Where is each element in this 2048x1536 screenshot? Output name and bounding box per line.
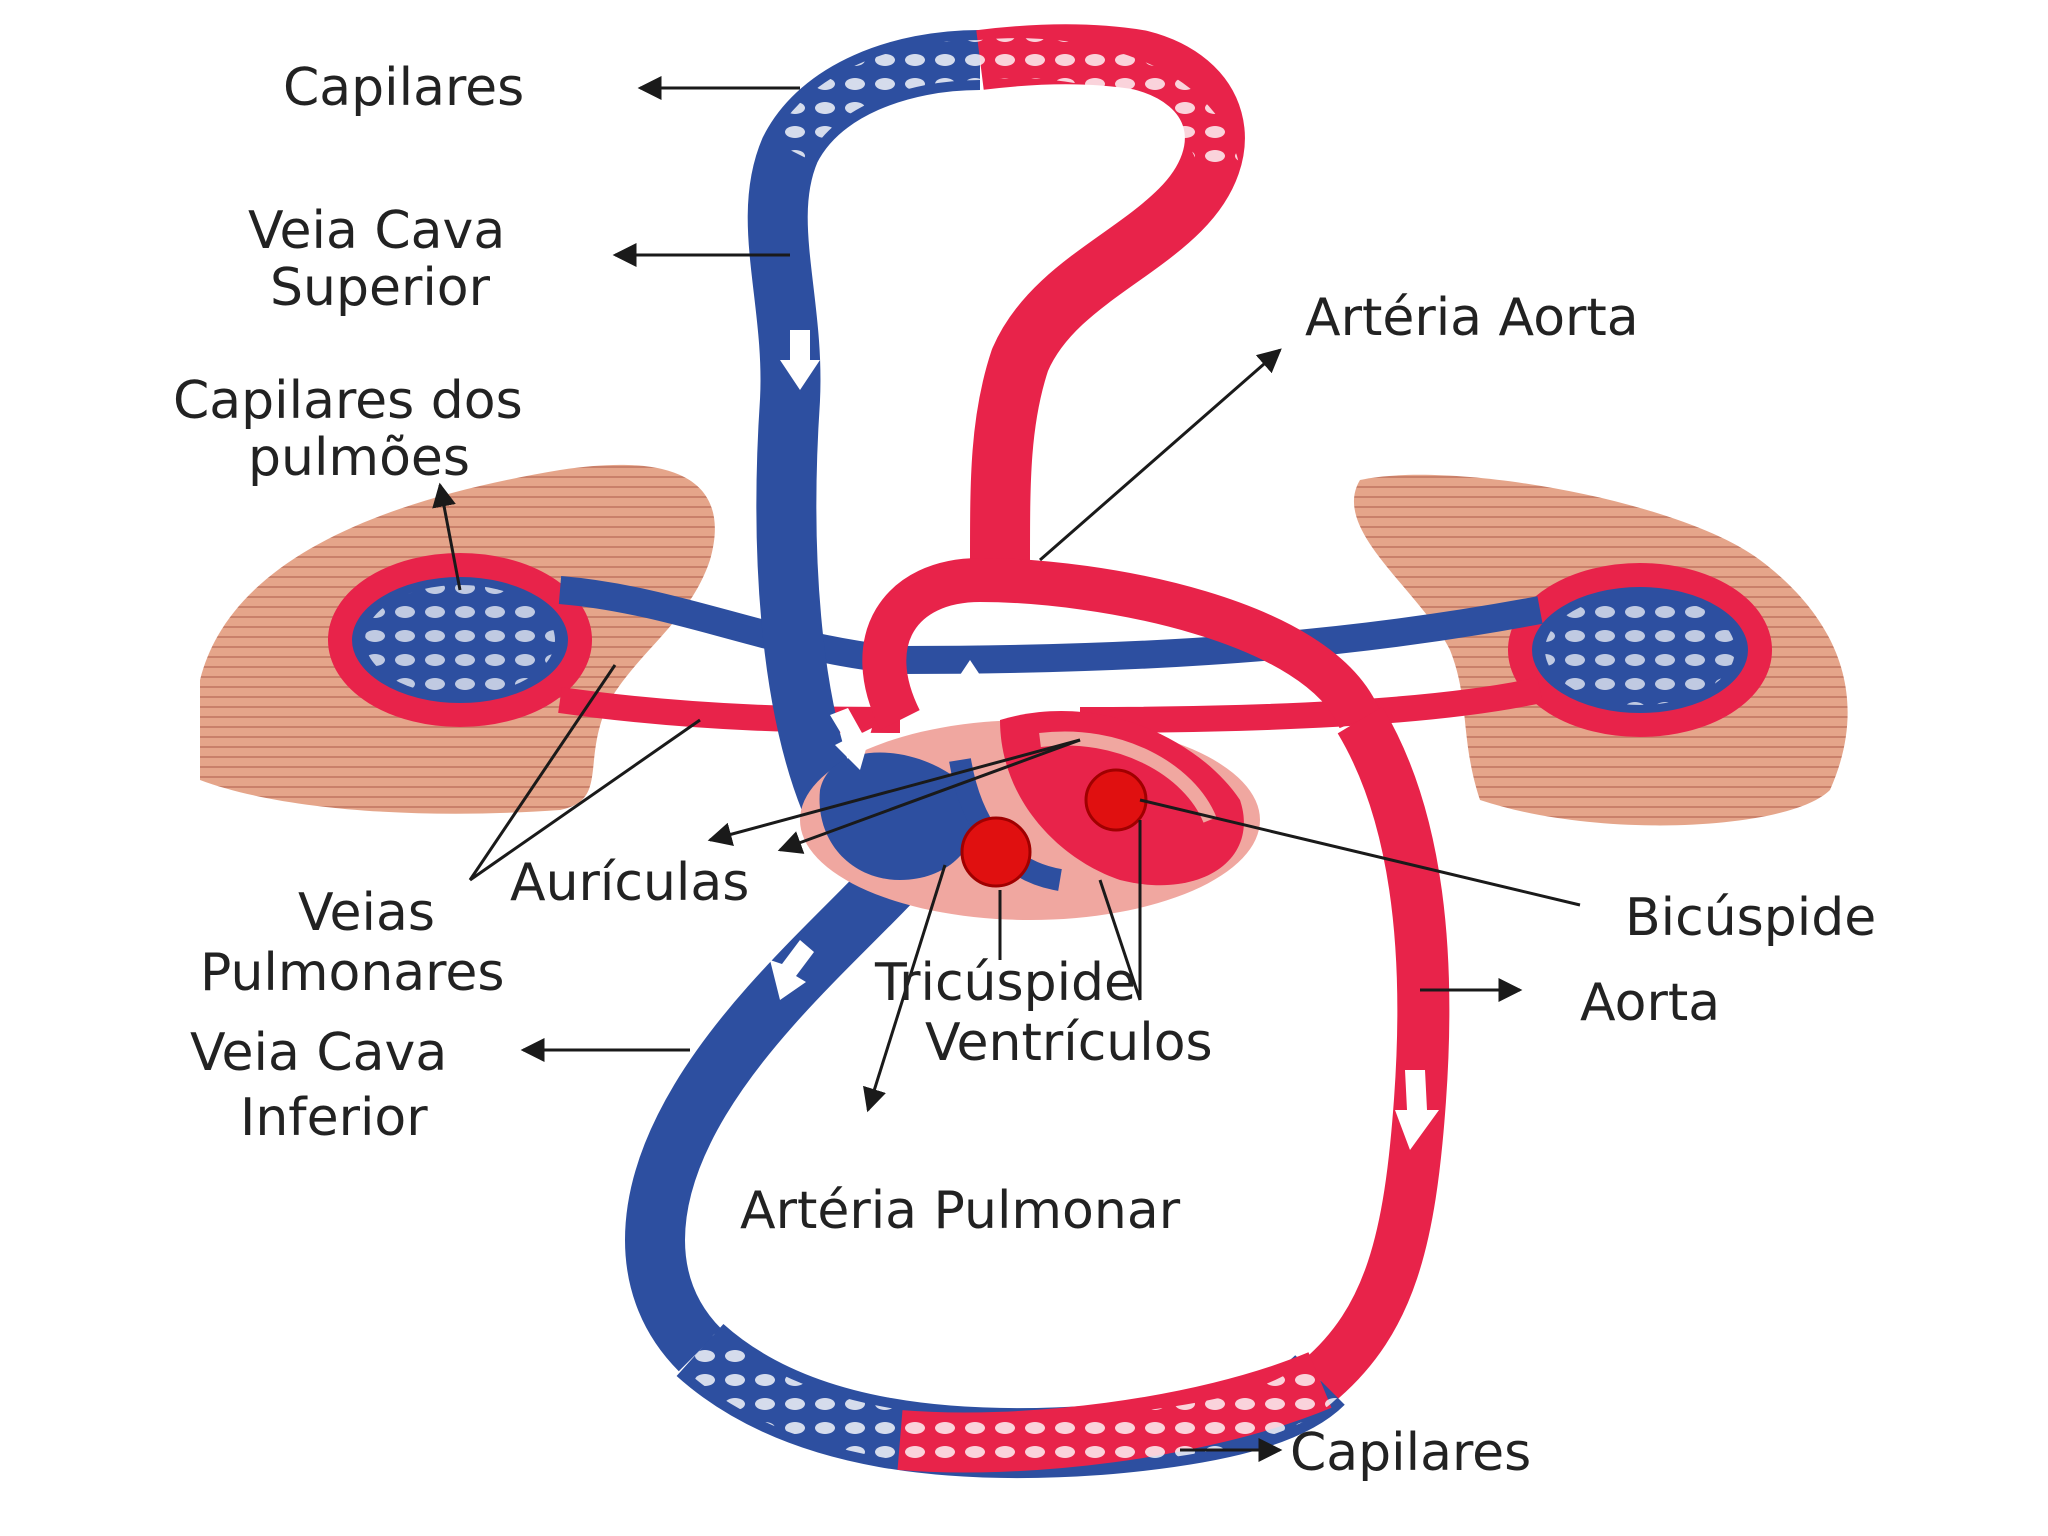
label-auriculas: Aurículas — [510, 853, 749, 913]
label-aorta: Aorta — [1580, 973, 1720, 1033]
right-lung-capillaries-mesh — [1545, 595, 1735, 705]
label-capilares-pulmoes-line1: Capilares dos — [173, 371, 523, 431]
label-veias-pulmonares-line2: Pulmonares — [200, 943, 504, 1003]
label-veia-cava-superior-line1: Veia Cava — [248, 201, 505, 261]
label-veia-cava-superior-line2: Superior — [270, 258, 491, 318]
tricuspid-valve — [960, 816, 1032, 888]
descending-aorta — [1302, 706, 1450, 1400]
label-capilares-bottom: Capilares — [1290, 1423, 1531, 1483]
label-arteria-pulmonar: Artéria Pulmonar — [740, 1181, 1181, 1241]
label-arteria-aorta: Artéria Aorta — [1305, 288, 1639, 348]
leader-lines — [432, 76, 1581, 1462]
aortic-arch — [862, 557, 1381, 730]
inferior-vena-cava — [625, 830, 943, 1372]
bicuspid-valve — [1084, 768, 1148, 832]
pulmonary-vein-left — [558, 687, 901, 733]
heart — [800, 711, 1260, 920]
label-capilares-pulmoes-line2: pulmões — [248, 428, 470, 488]
label-ventriculos: Ventrículos — [925, 1013, 1213, 1073]
label-capilares-top: Capilares — [283, 58, 524, 118]
lower-capillaries-mesh — [683, 1331, 1338, 1469]
upper-capillaries-mesh — [772, 38, 1240, 176]
pulmonary-artery-left — [558, 576, 902, 674]
flow-arrows — [770, 330, 1439, 1150]
label-bicuspide: Bicúspide — [1625, 888, 1876, 948]
label-veia-cava-inferior-line2: Inferior — [240, 1088, 428, 1148]
left-lung-capillaries-mesh — [365, 585, 555, 695]
label-veias-pulmonares-line1: Veias — [298, 883, 435, 943]
label-veia-cava-inferior-line1: Veia Cava — [190, 1023, 447, 1083]
label-tricuspide: Tricúspide — [874, 953, 1136, 1013]
